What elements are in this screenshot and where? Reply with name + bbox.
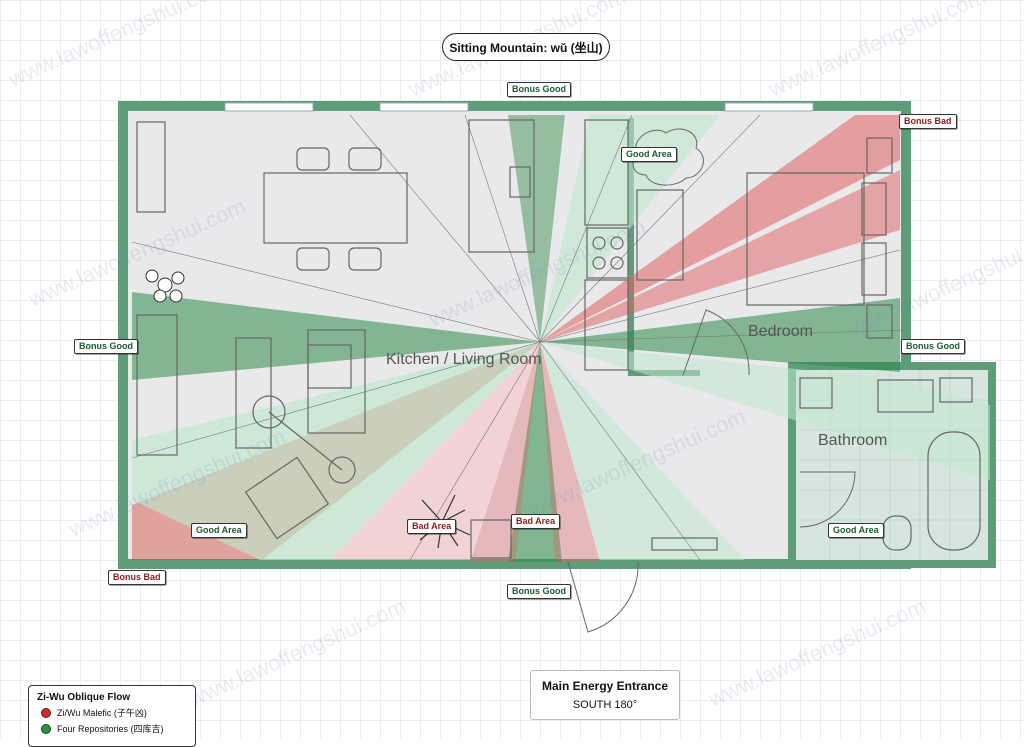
bonus-bad-tag-top-right: Bonus Bad: [899, 114, 957, 129]
legend-item-label: Zi/Wu Malefic (子午凶): [57, 708, 147, 718]
bonus-good-tag-bottom: Bonus Good: [507, 584, 571, 599]
bathroom-label: Bathroom: [818, 432, 888, 449]
windows: [224, 102, 814, 112]
bonus-good-tag-top: Bonus Good: [507, 82, 571, 97]
good-area-tag-bathroom: Good Area: [828, 523, 884, 538]
red-dot-icon: [41, 707, 51, 718]
bedroom-label: Bedroom: [748, 323, 813, 340]
good-area-tag-top: Good Area: [621, 147, 677, 162]
legend-item: Four Repositories (四库吉): [41, 722, 195, 735]
legend-item-label: Four Repositories (四库吉): [57, 724, 164, 734]
entrance-title: Main Energy Entrance: [541, 679, 669, 693]
bedroom-wall-vertical: [628, 118, 634, 374]
green-dot-icon: [41, 723, 51, 734]
main-energy-entrance-box: Main Energy Entrance SOUTH 180°: [530, 670, 680, 720]
plant-icons: [145, 269, 185, 303]
bonus-bad-tag-bottom-left: Bonus Bad: [108, 570, 166, 585]
bonus-good-tag-right: Bonus Good: [901, 339, 965, 354]
bad-area-tag-1: Bad Area: [407, 519, 457, 534]
legend-title: Zi-Wu Oblique Flow: [37, 692, 131, 703]
furniture: [136, 119, 981, 559]
sitting-mountain-label: Sitting Mountain: wǔ (坐山): [442, 33, 610, 61]
bonus-good-tag-left: Bonus Good: [74, 339, 138, 354]
legend: Zi-Wu Oblique Flow Zi/Wu Malefic (子午凶) F…: [28, 685, 196, 747]
kitchen-living-room-label: Kitchen / Living Room: [386, 351, 542, 368]
radial-lines: [131, 114, 906, 561]
good-area-tag-left: Good Area: [191, 523, 247, 538]
legend-item: Zi/Wu Malefic (子午凶): [41, 706, 195, 719]
door-swings: [567, 128, 856, 633]
entrance-direction: SOUTH 180°: [572, 699, 638, 711]
bad-area-tag-2: Bad Area: [511, 514, 561, 529]
